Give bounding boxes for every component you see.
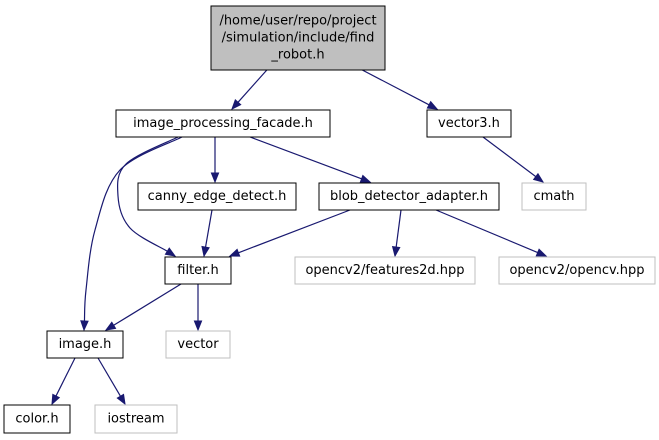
node-cmath: cmath bbox=[521, 182, 587, 211]
arrowhead bbox=[532, 172, 545, 183]
node-box bbox=[137, 182, 297, 211]
arrowhead bbox=[228, 248, 241, 257]
node-label: vector bbox=[177, 337, 219, 352]
arrowhead bbox=[426, 100, 439, 110]
arrowhead bbox=[210, 172, 220, 184]
node-box bbox=[3, 404, 71, 434]
edge-vector3-to-cmath bbox=[482, 136, 545, 183]
edge-filter-to-image bbox=[104, 283, 182, 331]
arrowhead bbox=[391, 246, 401, 258]
edge-image_processing_facade-to-filter bbox=[116, 136, 179, 257]
nodes-layer: /home/user/repo/project/simulation/inclu… bbox=[3, 5, 656, 434]
node-label: blob_detector_adapter.h bbox=[330, 189, 488, 204]
node-box bbox=[165, 330, 231, 359]
node-label: canny_edge_detect.h bbox=[148, 189, 287, 204]
node-label: /simulation/include/find bbox=[222, 31, 375, 46]
edge-image_processing_facade-to-image bbox=[80, 136, 183, 332]
node-label: filter.h bbox=[177, 263, 218, 278]
edge-canny_edge_detect-to-filter bbox=[201, 209, 213, 258]
edge-line bbox=[83, 136, 183, 322]
node-label: image.h bbox=[59, 337, 112, 352]
edge-line bbox=[116, 136, 179, 252]
node-box bbox=[498, 256, 656, 285]
edge-line bbox=[204, 209, 213, 248]
edge-line bbox=[435, 209, 538, 254]
arrowhead bbox=[359, 174, 372, 183]
node-image-processing-facade[interactable]: image_processing_facade.h bbox=[115, 109, 331, 138]
edge-blob_detector_adapter-to-filter bbox=[228, 209, 351, 257]
node-box bbox=[426, 109, 512, 138]
edge-image_processing_facade-to-canny_edge_detect bbox=[210, 137, 220, 184]
node-label: vector3.h bbox=[438, 116, 500, 131]
node-box bbox=[294, 256, 476, 285]
edge-line bbox=[55, 357, 76, 397]
arrowhead bbox=[231, 99, 242, 111]
node-root[interactable]: /home/user/repo/project/simulation/inclu… bbox=[210, 5, 386, 71]
arrowhead bbox=[51, 393, 61, 406]
edge-image-to-iostream bbox=[97, 357, 126, 406]
node-label: /home/user/repo/project bbox=[219, 14, 376, 29]
edge-blob_detector_adapter-to-opencv bbox=[435, 209, 548, 257]
node-image[interactable]: image.h bbox=[46, 330, 124, 359]
node-vector: vector bbox=[165, 330, 231, 359]
edge-line bbox=[113, 283, 182, 326]
node-vector3[interactable]: vector3.h bbox=[426, 109, 512, 138]
arrowhead bbox=[164, 247, 177, 257]
arrowhead bbox=[104, 321, 117, 331]
edge-line bbox=[249, 136, 362, 180]
node-label: color.h bbox=[15, 412, 58, 427]
arrowhead bbox=[80, 320, 89, 332]
node-canny-edge-detect[interactable]: canny_edge_detect.h bbox=[137, 182, 297, 211]
edge-image_processing_facade-to-blob_detector_adapter bbox=[249, 136, 372, 183]
edge-line bbox=[97, 357, 121, 397]
edges-layer bbox=[51, 61, 548, 406]
arrowhead bbox=[201, 245, 210, 258]
node-box bbox=[210, 5, 386, 71]
node-label: image_processing_facade.h bbox=[133, 116, 313, 131]
edge-blob_detector_adapter-to-features2d bbox=[391, 209, 402, 258]
edge-line bbox=[238, 209, 351, 254]
node-label: opencv2/opencv.hpp bbox=[509, 263, 644, 278]
arrowhead bbox=[116, 393, 126, 406]
node-label: cmath bbox=[533, 189, 574, 204]
node-box bbox=[46, 330, 124, 359]
node-box bbox=[115, 109, 331, 138]
node-filter[interactable]: filter.h bbox=[164, 256, 232, 285]
edge-line bbox=[482, 136, 537, 178]
node-box bbox=[318, 182, 500, 211]
node-blob-detector-adapter[interactable]: blob_detector_adapter.h bbox=[318, 182, 500, 211]
edge-filter-to-vector bbox=[193, 284, 203, 332]
node-label: opencv2/features2d.hpp bbox=[305, 263, 464, 278]
node-color[interactable]: color.h bbox=[3, 404, 71, 434]
node-label: _robot.h bbox=[270, 48, 324, 63]
node-opencv: opencv2/opencv.hpp bbox=[498, 256, 656, 285]
node-iostream: iostream bbox=[94, 404, 178, 434]
node-box bbox=[94, 404, 178, 434]
node-features2d: opencv2/features2d.hpp bbox=[294, 256, 476, 285]
arrowhead bbox=[535, 248, 548, 257]
node-box bbox=[164, 256, 232, 285]
arrowhead bbox=[193, 320, 203, 332]
node-label: iostream bbox=[107, 412, 164, 427]
edge-line bbox=[395, 209, 402, 248]
node-box bbox=[521, 182, 587, 211]
edge-image-to-color bbox=[51, 357, 76, 406]
